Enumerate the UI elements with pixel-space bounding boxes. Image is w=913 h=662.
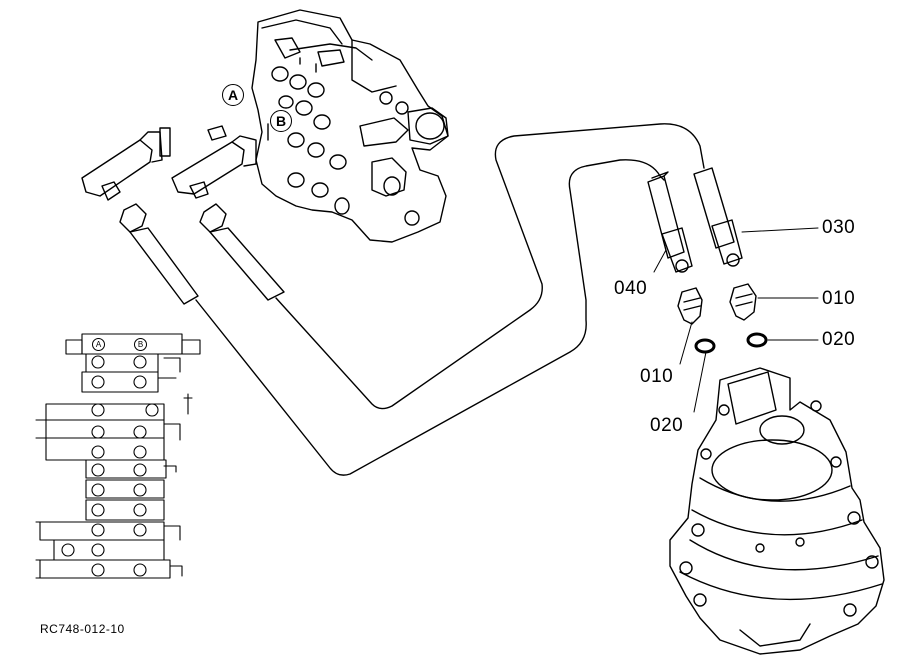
- callout-010-right: 010: [822, 288, 856, 309]
- callout-010-left: 010: [640, 366, 674, 387]
- schematic-a-marker: A: [92, 338, 105, 351]
- left-fitting-a: [81, 127, 199, 305]
- callout-020-right: 020: [822, 329, 856, 350]
- adapter-010-left: [677, 287, 703, 325]
- hose-route-outer: [195, 159, 665, 476]
- drawing-code: RC748-012-10: [40, 622, 125, 636]
- schematic-b-marker: B: [134, 338, 147, 351]
- callout-020-left: 020: [650, 415, 684, 436]
- hose-route-inner: [275, 123, 705, 410]
- swivel-joint: [669, 367, 885, 655]
- adapter-010-right: [729, 283, 757, 321]
- valve-schematic: [35, 333, 201, 579]
- hose-030: [693, 167, 743, 267]
- left-fitting-b: [171, 125, 285, 301]
- port-b-marker: B: [270, 110, 292, 132]
- o-ring-020-right: [746, 332, 768, 348]
- callout-040: 040: [614, 278, 648, 299]
- o-ring-020-left: [694, 338, 716, 354]
- hose-040: [647, 171, 693, 273]
- port-a-marker: A: [222, 84, 244, 106]
- leader-lines: [653, 227, 819, 413]
- control-valve-assembly: [251, 9, 449, 243]
- callout-030: 030: [822, 217, 856, 238]
